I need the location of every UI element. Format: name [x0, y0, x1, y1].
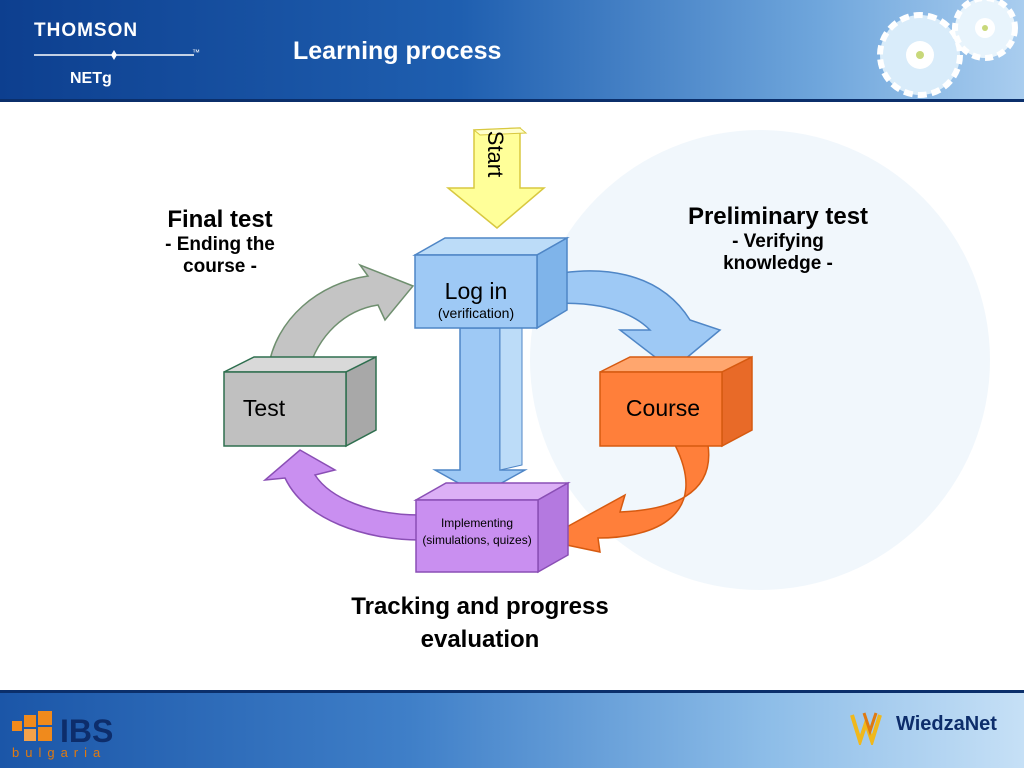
- footer-banner: [0, 690, 1024, 768]
- login-title: Log in: [444, 278, 508, 304]
- page-title: Learning process: [293, 37, 502, 65]
- final-test-line2: course -: [183, 256, 257, 277]
- globe-background: [530, 130, 990, 590]
- implementing-line1: Implementing: [440, 516, 514, 530]
- final-test-annotation: Final test - Ending the course -: [140, 206, 300, 278]
- ibs-logo-text: IBS: [60, 713, 114, 749]
- wiedzanet-logo: WiedzaNet: [850, 707, 1000, 747]
- header-banner: [0, 0, 1024, 102]
- preliminary-test-line1: - Verifying: [732, 231, 824, 252]
- login-box: [412, 236, 570, 330]
- footer-rule: [0, 690, 1024, 693]
- logo-trademark: ™: [192, 48, 200, 57]
- netg-logo-text: NETg: [70, 70, 112, 87]
- preliminary-test-line2: knowledge -: [723, 253, 833, 274]
- logo-star-icon: [34, 50, 194, 60]
- ibs-subtitle: bulgaria: [12, 745, 107, 760]
- tracking-line2: evaluation: [420, 626, 540, 653]
- gears-icon: [877, 0, 1018, 98]
- center-down-arrow: [432, 327, 528, 496]
- wiedzanet-mark-icon: [850, 712, 882, 745]
- test-box: [223, 355, 377, 448]
- tracking-line1: Tracking and progress: [351, 593, 609, 620]
- implementing-label: Implementing (simulations, quizes): [416, 515, 538, 549]
- implementing-box: [413, 481, 571, 574]
- header-rule: [0, 99, 1024, 102]
- test-label: Test: [242, 395, 286, 421]
- arrow-test-to-login: [267, 263, 415, 373]
- ibs-logo: IBS bulgaria: [12, 707, 152, 760]
- tracking-annotation: Tracking and progress evaluation: [330, 590, 630, 656]
- implementing-line2: (simulations, quizes): [422, 533, 532, 547]
- arrow-implementing-to-test: [262, 449, 421, 541]
- login-label: Log in (verification): [415, 278, 537, 321]
- arrow-login-to-course: [536, 270, 722, 371]
- login-sub: (verification): [437, 305, 515, 321]
- ibs-blocks-icon: [12, 711, 52, 741]
- final-test-title: Final test: [167, 206, 273, 233]
- course-box: [599, 355, 753, 448]
- thomson-logo-text: THOMSON: [34, 20, 139, 41]
- final-test-line1: - Ending the: [165, 234, 275, 255]
- course-label: Course: [625, 395, 701, 421]
- preliminary-test-annotation: Preliminary test - Verifying knowledge -: [668, 203, 888, 275]
- preliminary-test-title: Preliminary test: [687, 203, 869, 230]
- start-label: Start: [483, 130, 508, 178]
- start-arrow: [445, 127, 547, 229]
- wiedzanet-logo-text: WiedzaNet: [896, 713, 997, 735]
- arrow-course-to-implementing: [540, 444, 710, 553]
